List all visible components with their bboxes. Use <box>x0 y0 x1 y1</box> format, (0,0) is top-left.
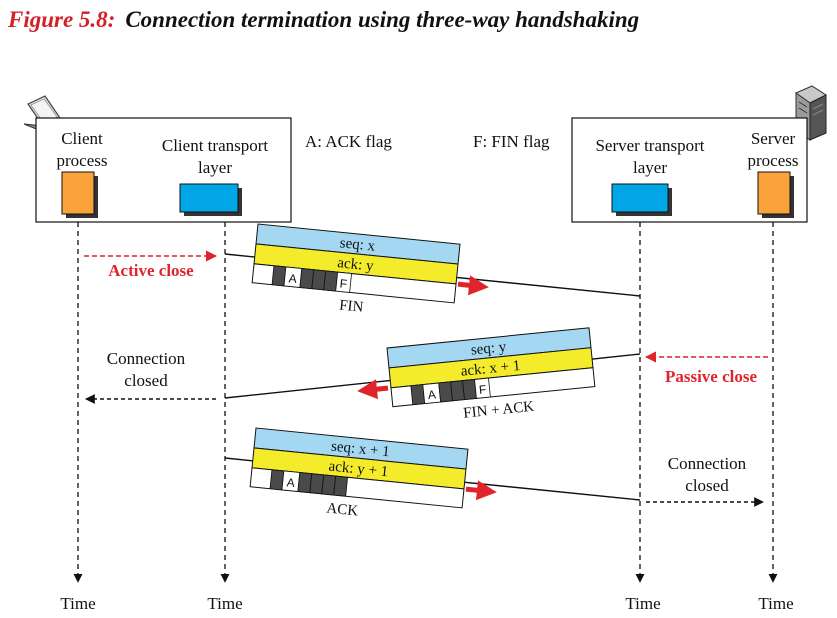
server-process-label-2: process <box>748 151 799 170</box>
client-process-label-2: process <box>57 151 108 170</box>
server-closed-label-2: closed <box>685 476 729 495</box>
fin-caption: FIN <box>338 298 364 316</box>
fin-fin-flag: F <box>339 276 348 291</box>
ack-ack-text: ack: y + 1 <box>328 458 389 480</box>
fin-ack-seq-text: seq: y <box>470 339 507 358</box>
client-process-label-1: Client <box>61 129 103 148</box>
client-transport-label-2: layer <box>198 158 232 177</box>
client-closed-label-1: Connection <box>107 349 186 368</box>
fin-seq-text: seq: x <box>339 235 376 254</box>
client-transport-box <box>179 183 239 213</box>
server-closed-label-1: Connection <box>668 454 747 473</box>
fin-ack-text: ack: y <box>337 255 375 275</box>
server-process-label-1: Server <box>751 129 796 148</box>
legend-fin-flag: F: FIN flag <box>473 132 550 151</box>
time-label-server-process: Time <box>758 594 793 613</box>
legend-ack-flag: A: ACK flag <box>305 132 392 151</box>
ack-caption: ACK <box>326 500 359 519</box>
server-transport-box <box>611 183 669 213</box>
fin-ack-caption: FIN + ACK <box>463 399 535 422</box>
figure-title: Figure 5.8: Connection termination using… <box>7 7 639 32</box>
fin-ack-ack-text: ack: x + 1 <box>460 358 521 380</box>
figure-caption: Connection termination using three-way h… <box>125 7 639 32</box>
time-label-client-transport: Time <box>207 594 242 613</box>
server-transport-label-2: layer <box>633 158 667 177</box>
timelines <box>73 222 778 583</box>
ack-ack-flag: A <box>286 475 295 490</box>
client-host-box <box>35 117 292 223</box>
active-close-label: Active close <box>108 261 194 280</box>
fin-ack-segment: seq: y ack: x + 1 A F FIN + ACK <box>357 327 596 422</box>
fin-ack-fin-flag: F <box>478 382 487 397</box>
client-transport-label-1: Client transport <box>162 136 269 155</box>
figure-number: Figure 5.8: <box>7 7 115 32</box>
fin-ack-ack-flag: A <box>427 387 436 402</box>
client-process-box <box>61 171 95 215</box>
ack-segment: seq: x + 1 ack: y + 1 A ACK <box>249 427 497 520</box>
fin-segment: seq: x ack: y A F FIN <box>251 223 489 316</box>
server-transport-label-1: Server transport <box>595 136 704 155</box>
server-process-box <box>757 171 791 215</box>
fin-ack-flag: A <box>288 271 297 286</box>
ack-seq-text: seq: x + 1 <box>330 439 390 461</box>
passive-close-label: Passive close <box>665 367 758 386</box>
time-label-client-process: Time <box>60 594 95 613</box>
client-closed-label-2: closed <box>124 371 168 390</box>
time-label-server-transport: Time <box>625 594 660 613</box>
